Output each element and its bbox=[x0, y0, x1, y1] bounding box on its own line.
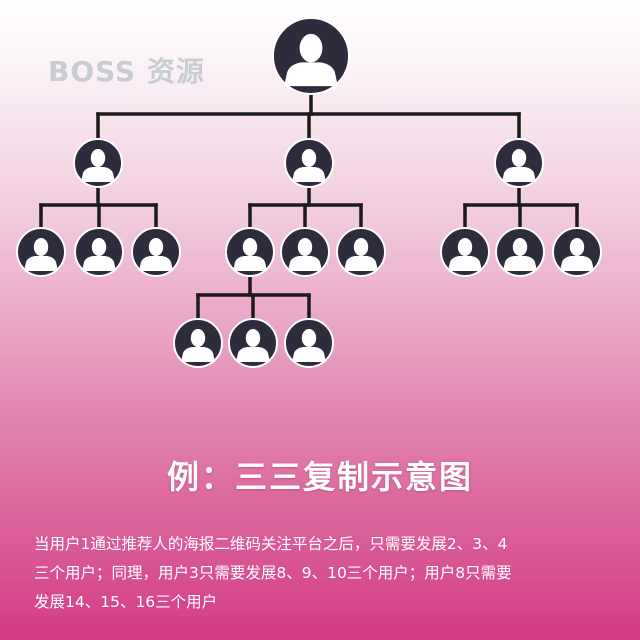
user-node-16: 16 bbox=[284, 318, 334, 368]
description-line: 三个用户；同理，用户3只需要发展8、9、10三个用户；用户8只需要 bbox=[34, 564, 512, 582]
user-node-15: 15 bbox=[228, 318, 278, 368]
watermark: BOSS 资源 bbox=[48, 55, 205, 88]
user-node-11: 11 bbox=[440, 227, 490, 277]
user-node-label: 6 bbox=[95, 258, 103, 273]
user-node-8: 8 bbox=[225, 227, 275, 277]
user-node-label: 11 bbox=[457, 258, 474, 273]
user-node-label: 8 bbox=[246, 258, 254, 273]
user-node-label: 13 bbox=[569, 258, 586, 273]
user-node-label: 5 bbox=[37, 258, 45, 273]
user-avatar-icon bbox=[560, 238, 594, 271]
user-node-label: 16 bbox=[301, 349, 318, 364]
user-node-label: 7 bbox=[152, 258, 160, 273]
user-avatar-icon bbox=[139, 238, 173, 271]
user-node-7: 7 bbox=[131, 227, 181, 277]
user-node-label: 14 bbox=[190, 349, 207, 364]
user-avatar-icon bbox=[284, 33, 338, 87]
user-node-2: 2 bbox=[73, 138, 123, 188]
user-node-label: 2 bbox=[94, 169, 102, 184]
user-node-3: 3 bbox=[284, 138, 334, 188]
user-avatar-icon bbox=[81, 149, 115, 182]
user-node-4: 4 bbox=[494, 138, 544, 188]
user-node-14: 14 bbox=[173, 318, 223, 368]
user-avatar-icon bbox=[236, 329, 270, 362]
user-avatar-icon bbox=[24, 238, 58, 271]
user-node-1: 1 bbox=[272, 17, 350, 95]
user-node-label: 3 bbox=[305, 169, 313, 184]
user-node-13: 13 bbox=[552, 227, 602, 277]
diagram-title: 例：三三复制示意图 bbox=[166, 458, 473, 496]
user-node-label: 4 bbox=[515, 169, 523, 184]
user-avatar-icon bbox=[82, 238, 116, 271]
user-avatar-icon bbox=[448, 238, 482, 271]
user-node-label: 1 bbox=[307, 72, 315, 87]
user-avatar-icon bbox=[503, 238, 537, 271]
tree-connectors bbox=[39, 92, 579, 321]
user-avatar-icon bbox=[292, 329, 326, 362]
user-node-label: 9 bbox=[301, 258, 309, 273]
user-node-10: 10 bbox=[336, 227, 386, 277]
user-avatar-icon bbox=[502, 149, 536, 182]
user-avatar-icon bbox=[288, 238, 322, 271]
user-node-label: 10 bbox=[353, 258, 370, 273]
user-node-12: 12 bbox=[495, 227, 545, 277]
user-avatar-icon bbox=[344, 238, 378, 271]
user-avatar-icon bbox=[292, 149, 326, 182]
description: 当用户1通过推荐人的海报二维码关注平台之后，只需要发展2、3、4 三个用户；同理… bbox=[34, 530, 609, 617]
user-node-label: 15 bbox=[245, 349, 262, 364]
user-node-9: 9 bbox=[280, 227, 330, 277]
user-avatar-icon bbox=[233, 238, 267, 271]
user-avatar-icon bbox=[181, 329, 215, 362]
user-node-6: 6 bbox=[74, 227, 124, 277]
description-line: 发展14、15、16三个用户 bbox=[34, 593, 218, 611]
description-line: 当用户1通过推荐人的海报二维码关注平台之后，只需要发展2、3、4 bbox=[34, 535, 508, 553]
user-node-5: 5 bbox=[16, 227, 66, 277]
user-node-label: 12 bbox=[512, 258, 529, 273]
